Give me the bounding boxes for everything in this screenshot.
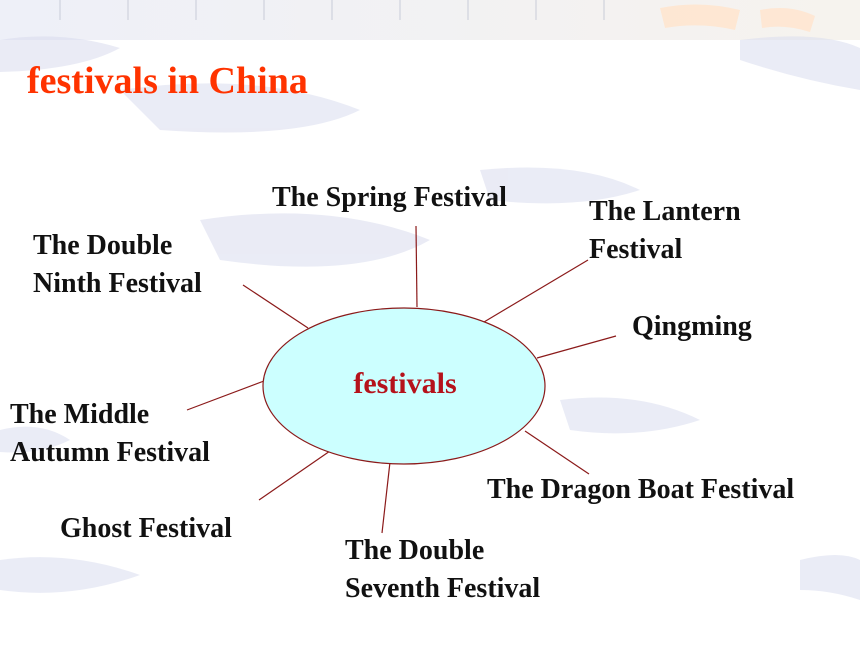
link-qingming: [536, 335, 617, 359]
node-spring-festival: The Spring Festival: [272, 179, 507, 217]
node-double-ninth-festival: The Double Ninth Festival: [33, 227, 202, 303]
node-label-line: The Spring Festival: [272, 182, 507, 213]
link-ghost: [258, 450, 331, 501]
link-spring: [415, 225, 418, 308]
link-double-ninth: [242, 284, 309, 329]
node-label-line: Autumn Festival: [10, 437, 210, 468]
link-lantern: [483, 259, 589, 323]
node-label-line: Seventh Festival: [345, 573, 541, 604]
node-dragon-boat-festival: The Dragon Boat Festival: [487, 471, 794, 509]
node-label-line: Ninth Festival: [33, 268, 202, 299]
node-label-line: Ghost Festival: [60, 513, 232, 544]
node-label-line: The Dragon Boat Festival: [487, 474, 795, 505]
link-mid-autumn: [186, 380, 265, 411]
node-label-line: Festival: [589, 234, 683, 265]
link-double-seventh: [381, 461, 391, 534]
node-mid-autumn-festival: The Middle Autumn Festival: [10, 396, 210, 472]
node-lantern-festival: The Lantern Festival: [589, 193, 741, 269]
node-label-line: The Middle: [10, 399, 150, 430]
center-label: festivals: [353, 367, 457, 400]
slide-title: festivals in China: [27, 60, 308, 102]
node-label-line: The Double: [33, 230, 173, 261]
node-double-seventh-festival: The Double Seventh Festival: [345, 532, 540, 608]
node-label-line: The Lantern: [589, 196, 741, 227]
node-qingming: Qingming: [632, 308, 752, 346]
node-label-line: The Double: [345, 535, 485, 566]
node-label-line: Qingming: [632, 311, 752, 342]
node-ghost-festival: Ghost Festival: [60, 510, 232, 548]
center-ellipse: [262, 307, 546, 465]
link-dragon-boat: [524, 430, 590, 475]
